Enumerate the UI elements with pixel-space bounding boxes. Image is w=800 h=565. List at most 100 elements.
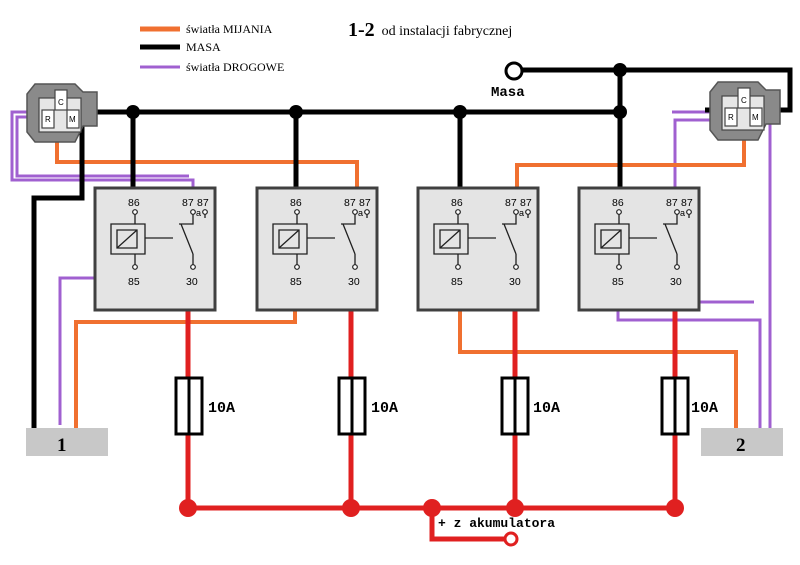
relay-4-label-87: 87 bbox=[666, 197, 678, 209]
junction-ground-2 bbox=[289, 105, 303, 119]
relay-4-housing bbox=[577, 186, 701, 312]
relay-1-internals: 86 87 87 a 85 30 bbox=[110, 197, 209, 288]
relay-2-label-30: 30 bbox=[348, 276, 360, 288]
relay-2-pin-85 bbox=[294, 264, 300, 270]
junctions bbox=[126, 63, 684, 517]
diagram-title: 1-2 bbox=[348, 19, 375, 41]
relay-4-label-a: a bbox=[680, 208, 685, 218]
junction-ground-5 bbox=[613, 63, 627, 77]
relay-4-pin-30 bbox=[674, 264, 680, 270]
relay-2-pin-86 bbox=[294, 209, 300, 215]
high-beam-wires bbox=[10, 100, 772, 428]
junction-battery-5 bbox=[666, 499, 684, 517]
relay-4-label-86: 86 bbox=[612, 197, 624, 209]
connector-2: 2 bbox=[701, 428, 783, 456]
relay-4-label-30: 30 bbox=[670, 276, 682, 288]
relay-4-pin-87a bbox=[686, 209, 692, 215]
connector-2-label: 2 bbox=[736, 435, 746, 456]
socket-left-pin-m: M bbox=[69, 115, 76, 124]
relay-3-pin-85 bbox=[455, 264, 461, 270]
legend-label-ground: MASA bbox=[186, 40, 221, 54]
relay-2-internals: 86 87 87 a 85 30 bbox=[272, 197, 371, 288]
socket-right-pin-c: C bbox=[741, 96, 747, 105]
relay-3-pin-87 bbox=[513, 209, 519, 215]
relay-3-label-30: 30 bbox=[509, 276, 521, 288]
junction-battery-1 bbox=[179, 499, 197, 517]
relay-4-pin-86 bbox=[616, 209, 622, 215]
fuse-2-label: 10A bbox=[371, 400, 398, 417]
connector-1: 1 bbox=[26, 428, 108, 456]
junction-battery-4 bbox=[506, 499, 524, 517]
battery-terminal: + z akumulatora bbox=[438, 516, 555, 547]
legend-label-high-beam: światła DROGOWE bbox=[186, 60, 284, 74]
relay-2-label-87: 87 bbox=[344, 197, 356, 209]
relay-1-pin-30 bbox=[190, 264, 196, 270]
relay-1-pin-86 bbox=[132, 209, 138, 215]
fuse-4: 10A bbox=[660, 376, 718, 436]
ground-terminal: Masa bbox=[491, 61, 525, 101]
junction-battery-2 bbox=[342, 499, 360, 517]
ground-terminal-ring bbox=[504, 61, 524, 81]
relay-1-label-87a: 87 bbox=[197, 197, 209, 209]
relay-3-label-87a: 87 bbox=[520, 197, 532, 209]
junction-ground-4 bbox=[613, 105, 627, 119]
connector-1-body bbox=[26, 428, 108, 456]
connector-2-body bbox=[701, 428, 783, 456]
relay-3-pin-86 bbox=[455, 209, 461, 215]
relay-3 bbox=[416, 186, 540, 312]
headlight-socket-left: C R M bbox=[26, 83, 98, 143]
fuses: 10A 10A 10A 10A bbox=[174, 376, 718, 436]
headlight-socket-right: C R M bbox=[709, 81, 781, 141]
relay-2 bbox=[255, 186, 379, 312]
relay-1-pin-87 bbox=[190, 209, 196, 215]
relay-2-pin-30 bbox=[352, 264, 358, 270]
relay-2-pin-87 bbox=[352, 209, 358, 215]
battery-terminal-ring bbox=[503, 531, 519, 547]
fuse-3: 10A bbox=[500, 376, 560, 436]
relay-2-housing bbox=[255, 186, 379, 312]
junction-ground-1 bbox=[126, 105, 140, 119]
relay-4-pin-87 bbox=[674, 209, 680, 215]
relay-1-label-86: 86 bbox=[128, 197, 140, 209]
relay-3-label-87: 87 bbox=[505, 197, 517, 209]
diagram-subtitle: od instalacji fabrycznej bbox=[382, 24, 513, 39]
relay-1-housing bbox=[93, 186, 217, 312]
relay-1-label-87: 87 bbox=[182, 197, 194, 209]
fuse-3-label: 10A bbox=[533, 400, 560, 417]
relay-3-housing bbox=[416, 186, 540, 312]
socket-left-pin-r: R bbox=[45, 115, 51, 124]
ground-label: Masa bbox=[491, 85, 525, 101]
fuse-1: 10A bbox=[174, 376, 235, 436]
connector-1-label: 1 bbox=[57, 435, 67, 456]
relay-4-internals: 86 87 87 a 85 30 bbox=[594, 197, 693, 288]
relay-1-pin-85 bbox=[132, 264, 138, 270]
relay-2-label-85: 85 bbox=[290, 276, 302, 288]
relay-1-label-a: a bbox=[196, 208, 201, 218]
relay-3-label-86: 86 bbox=[451, 197, 463, 209]
relay-3-internals: 86 87 87 a 85 30 bbox=[433, 197, 532, 288]
junction-battery-3 bbox=[423, 499, 441, 517]
relay-3-pin-87a bbox=[525, 209, 531, 215]
legend: światła MIJANIA MASA światła DROGOWE bbox=[140, 22, 284, 74]
relay-3-label-a: a bbox=[519, 208, 524, 218]
socket-left-pin-c: C bbox=[58, 98, 64, 107]
socket-right-pin-r: R bbox=[728, 113, 734, 122]
relay-2-label-a: a bbox=[358, 208, 363, 218]
relay-4-label-85: 85 bbox=[612, 276, 624, 288]
relay-1-label-85: 85 bbox=[128, 276, 140, 288]
relay-4-label-87a: 87 bbox=[681, 197, 693, 209]
relay-3-pin-30 bbox=[513, 264, 519, 270]
relay-4 bbox=[577, 186, 701, 312]
relay-2-pin-87a bbox=[364, 209, 370, 215]
relay-2-label-87a: 87 bbox=[359, 197, 371, 209]
legend-label-low-beam: światła MIJANIA bbox=[186, 22, 273, 36]
relay-3-label-85: 85 bbox=[451, 276, 463, 288]
fuse-4-label: 10A bbox=[691, 400, 718, 417]
battery-label: + z akumulatora bbox=[438, 516, 555, 531]
relay-1-label-30: 30 bbox=[186, 276, 198, 288]
socket-right-pin-m: M bbox=[752, 113, 759, 122]
junction-ground-3 bbox=[453, 105, 467, 119]
relay-2-label-86: 86 bbox=[290, 197, 302, 209]
fuse-1-label: 10A bbox=[208, 400, 235, 417]
